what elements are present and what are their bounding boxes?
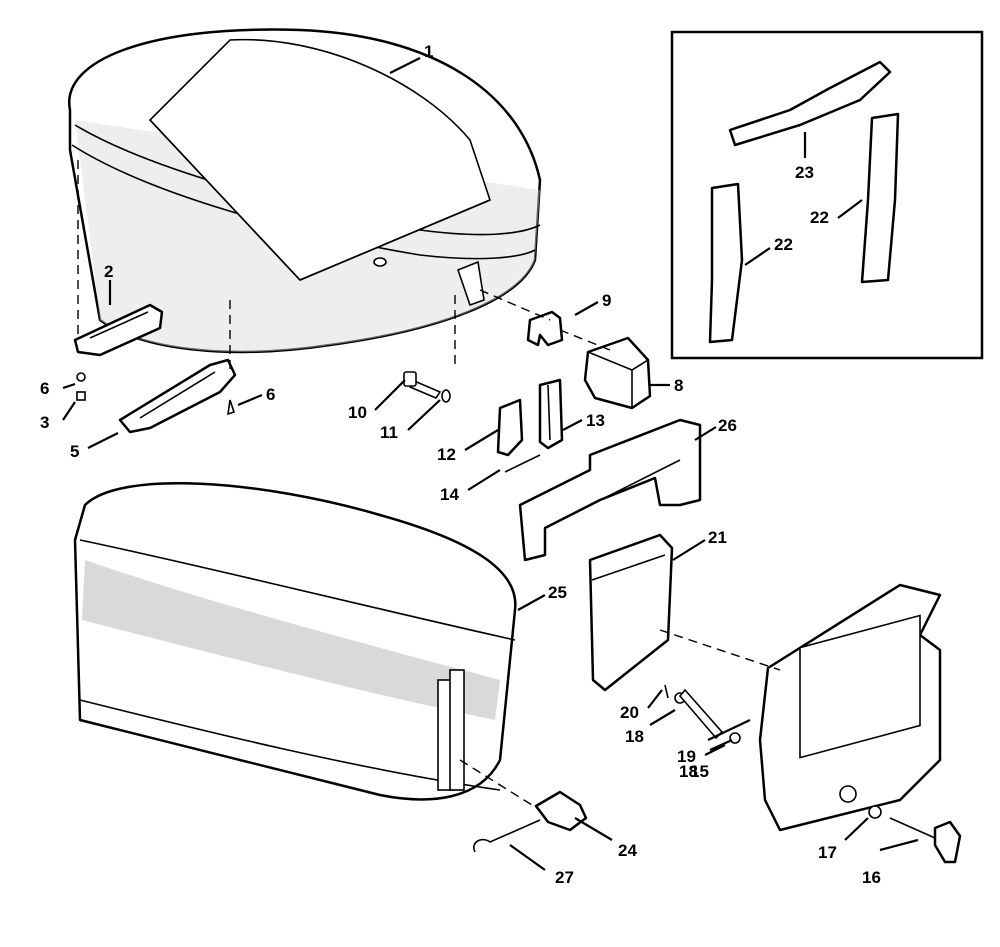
pin xyxy=(504,454,541,473)
lower-shell xyxy=(73,481,517,801)
callout-14: 14 xyxy=(440,485,459,504)
handle xyxy=(118,358,237,434)
callout-4: 6 xyxy=(40,379,49,398)
callout-23: 23 xyxy=(795,163,814,182)
door xyxy=(758,583,942,832)
callout-11: 11 xyxy=(380,423,398,442)
inset-strip-right xyxy=(860,112,900,284)
screw-6 xyxy=(227,399,236,416)
assembly-lines xyxy=(77,160,781,811)
callout-2: 2 xyxy=(104,262,113,281)
callout-24: 26 xyxy=(718,416,737,435)
callout-15: 15 xyxy=(690,762,709,781)
hinge xyxy=(534,790,588,832)
callout-3: 3 xyxy=(40,413,49,432)
clip xyxy=(526,310,564,347)
callout-1: 1 xyxy=(424,42,433,61)
callout-20: 20 xyxy=(620,703,639,722)
washer-4 xyxy=(76,372,86,382)
washer-11 xyxy=(441,389,451,403)
panel-21 xyxy=(588,533,674,692)
callout-25: 25 xyxy=(548,583,567,602)
callout-18-lower: 18 xyxy=(679,762,698,781)
callout-6: 6 xyxy=(266,385,275,404)
callout-19: 19 xyxy=(677,747,696,766)
rod xyxy=(473,819,541,853)
callout-22-left: 22 xyxy=(774,235,793,254)
callout-21: 21 xyxy=(708,528,727,547)
callout-8: 8 xyxy=(674,376,683,395)
block xyxy=(583,336,652,410)
callout-22-right: 22 xyxy=(810,208,829,227)
callouts: 1 2 6 3 5 6 9 8 10 11 12 13 14 26 21 25 … xyxy=(40,42,881,887)
spring-19 xyxy=(678,688,724,740)
callout-5: 5 xyxy=(70,442,79,461)
inset-cap-piece xyxy=(728,60,892,147)
callout-10: 10 xyxy=(348,403,367,422)
callout-12: 12 xyxy=(437,445,456,464)
inset-frame xyxy=(670,30,984,360)
callout-27: 27 xyxy=(555,868,574,887)
callout-18-upper: 18 xyxy=(625,727,644,746)
leader-lines xyxy=(62,57,919,871)
knob xyxy=(889,817,962,864)
callout-26: 24 xyxy=(618,841,637,860)
washer-17 xyxy=(868,805,882,819)
pin-20 xyxy=(664,684,669,699)
frame-24 xyxy=(518,418,702,562)
bracket xyxy=(73,303,164,357)
latch-plate xyxy=(496,398,524,457)
top-cowl xyxy=(68,28,542,354)
latch-strip xyxy=(538,378,564,450)
callout-16: 16 xyxy=(862,868,881,887)
callout-9: 9 xyxy=(602,291,611,310)
callout-13: 13 xyxy=(586,411,605,430)
inset-strip-left xyxy=(708,182,744,344)
callout-17: 17 xyxy=(818,843,837,862)
screw-3 xyxy=(76,391,86,401)
bolt-10 xyxy=(403,371,442,399)
washer-18-lower xyxy=(729,732,741,744)
